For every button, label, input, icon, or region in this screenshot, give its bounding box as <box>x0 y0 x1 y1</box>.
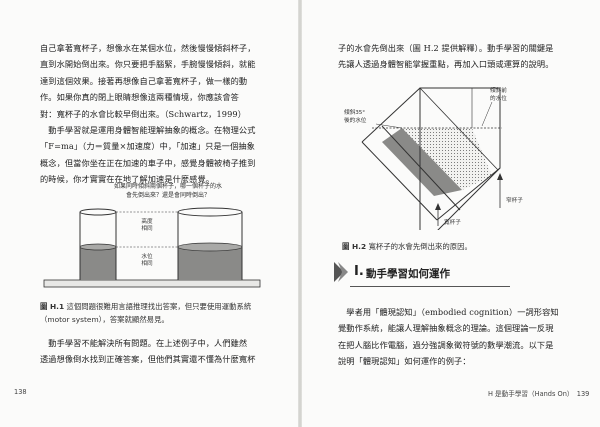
wide-arrow-icon <box>435 203 441 226</box>
label-before: 傾斜前 <box>490 86 507 94</box>
section-number: I. <box>354 264 364 279</box>
label-tilt: 傾斜35° <box>344 108 365 116</box>
right-body-text-2: 學者用「體現認知」（embodied cognition）一詞形容知 覺動作系統… <box>338 304 572 370</box>
right-body-text: 子的水會先倒出來（圖 H.2 提供解釋）。動手學習的關鍵是 先讓人透過身體智能掌… <box>338 40 572 73</box>
narrow-cup <box>79 208 117 280</box>
figure-h1: 如果同時傾斜兩個杯子，哪一個杯子的水 會先倒出來？還是會同時倒出？ <box>43 182 261 288</box>
figure-h1-caption: 圖 H.1 這個問題很難用言語推理找出答案，但只要使用運動系統 （motor s… <box>40 300 280 326</box>
book-gutter <box>298 0 302 427</box>
label-tilt: 後的水位 <box>344 116 367 124</box>
text-line: 概念，但當你坐在正在加速的車子中，感覺身體被椅子推到 <box>40 157 256 168</box>
caption-line: （motor system），答案就顯然易見。 <box>40 315 169 324</box>
label-before: 的水位 <box>490 94 507 102</box>
label-level: 水位 <box>141 252 153 260</box>
section-heading: I. 動手學習如何運作 <box>332 258 532 288</box>
tilted-cups <box>361 87 502 230</box>
figure-mark: 圖 H.2 <box>342 242 367 251</box>
caption-text: 寬杯子的水會先倒出來的原因。 <box>368 242 472 251</box>
left-page: 自己拿著寬杯子，想像水在某個水位，然後慢慢傾斜杯子， 直到水開始倒出來。你只要把… <box>0 0 298 427</box>
figure-question-line: 會先倒出來？還是會同時倒出？ <box>126 191 210 199</box>
label-level: 相同 <box>141 259 153 267</box>
table-base <box>43 279 261 288</box>
text-line: 的時候，你才實實在在地了解加速是什麼感覺。 <box>40 174 215 185</box>
figure-mark: 圖 H.1 <box>40 302 65 311</box>
text-line: 在把人腦比作電腦，過分強調象徵符號的數學潮流。以下是 <box>338 339 554 350</box>
text-line: 覺動作系統，能讓人理解抽象概念的理論。這個理論一反現 <box>338 323 554 334</box>
section-rule <box>350 286 510 287</box>
caption-text: 這個問題很難用言語推理找出答案，但只要使用運動系統 <box>66 302 252 311</box>
caption-line: 圖 H.1 這個問題很難用言語推理找出答案，但只要使用運動系統 <box>40 300 280 313</box>
label-height: 高度 <box>141 217 153 225</box>
narrow-arrow-icon <box>497 173 503 208</box>
figure-h2-caption: 圖 H.2 寬杯子的水會先倒出來的原因。 <box>342 240 572 253</box>
section-marker-icon <box>334 262 348 282</box>
text-line: 說明「體現認知」如何運作的例子： <box>338 356 471 367</box>
text-line: 對：寬杯子的水會比較早倒出來。（Schwartz，1999） <box>40 108 246 119</box>
figure-h2: 傾斜35° 後的水位 傾斜前 的水位 窄杯子 寬杯子 <box>344 86 523 230</box>
before-pointer <box>481 101 493 127</box>
text-line: 直到水開始倒出來。你只要把手腦緊，手腕慢慢傾斜，就能 <box>40 59 256 70</box>
tilt-pointer <box>375 123 403 129</box>
page-number-right: H 是動手學習（Hands On） 139 <box>488 390 590 398</box>
wide-cup <box>177 207 243 280</box>
figure-question-line: 如果同時傾斜兩個杯子，哪一個杯子的水 <box>114 182 222 190</box>
text-line: 先讓人透過身體智能掌握重點，再加入口頭或運算的說明。 <box>338 59 554 70</box>
page-number-left: 138 <box>14 388 27 396</box>
text-line: 作。如果你真的閉上眼睛想像這兩種情境，你應該會答 <box>40 92 239 103</box>
right-page: 子的水會先倒出來（圖 H.2 提供解釋）。動手學習的關鍵是 先讓人透過身體智能掌… <box>302 0 600 427</box>
left-body-text-2: 動手學習不能解決所有問題。在上述例子中，人們雖然 透過想像倒水找到正確答案，但他… <box>40 335 272 368</box>
label-height: 相同 <box>141 224 153 232</box>
left-body-text: 自己拿著寬杯子，想像水在某個水位，然後慢慢傾斜杯子， 直到水開始倒出來。你只要把… <box>40 40 272 188</box>
caption-line: 圖 H.2 寬杯子的水會先倒出來的原因。 <box>342 240 572 253</box>
text-line: 自己拿著寬杯子，想像水在某個水位，然後慢慢傾斜杯子， <box>40 43 256 53</box>
text-line: 動手學習不能解決所有問題。在上述例子中，人們雖然 <box>40 338 248 348</box>
label-wide-cup: 寬杯子 <box>444 218 461 226</box>
text-line: 「F=ma」（力＝質量×加速度）中，「加速」只是一個抽象 <box>40 141 255 152</box>
section-title: 動手學習如何運作 <box>366 268 450 280</box>
text-line: 透過想像倒水找到正確答案，但他們其實還不懂為什麼寬杯 <box>40 354 256 365</box>
text-line: 學者用「體現認知」（embodied cognition）一詞形容知 <box>338 307 559 317</box>
text-line: 子的水會先倒出來（圖 H.2 提供解釋）。動手學習的關鍵是 <box>338 43 554 53</box>
label-narrow-cup: 窄杯子 <box>506 196 523 204</box>
text-line: 達到這個效果。接著再想像自己拿著寬杯子，做一樣的動 <box>40 75 248 86</box>
text-line: 動手學習就是運用身體智能理解抽象的概念。在物理公式 <box>40 125 256 136</box>
